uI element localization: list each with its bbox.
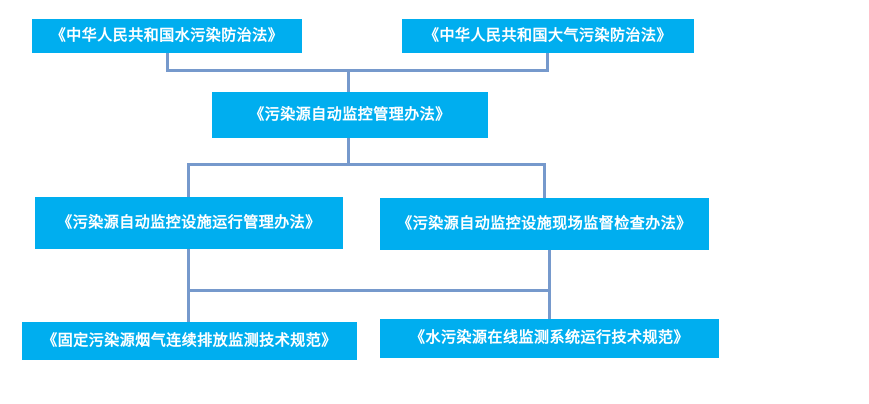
diagram-node-label: 《中华人民共和国大气污染防治法》 bbox=[423, 26, 672, 44]
connector-line bbox=[547, 250, 551, 319]
connector-line bbox=[545, 53, 549, 72]
diagram-node-law-air: 《中华人民共和国大气污染防治法》 bbox=[402, 19, 694, 53]
diagram-node-label: 《污染源自动监控管理办法》 bbox=[249, 105, 451, 123]
connector-line bbox=[186, 288, 551, 292]
diagram-node-measures-auto-monitoring: 《污染源自动监控管理办法》 bbox=[212, 92, 488, 138]
connector-line bbox=[165, 53, 169, 72]
diagram-node-label: 《污染源自动监控设施现场监督检查办法》 bbox=[397, 214, 692, 232]
diagram-node-label: 《污染源自动监控设施运行管理办法》 bbox=[57, 213, 321, 231]
diagram-node-measures-operation: 《污染源自动监控设施运行管理办法》 bbox=[35, 197, 343, 249]
diagram-node-spec-water-online: 《水污染源在线监测系统运行技术规范》 bbox=[380, 319, 719, 358]
connector-line bbox=[165, 69, 549, 72]
connector-line bbox=[347, 69, 350, 92]
diagram-node-label: 《水污染源在线监测系统运行技术规范》 bbox=[409, 329, 689, 347]
connector-line bbox=[186, 163, 190, 197]
diagram-node-label: 《固定污染源烟气连续排放监测技术规范》 bbox=[42, 331, 337, 349]
connector-line bbox=[186, 249, 190, 322]
connector-line bbox=[543, 163, 546, 198]
diagram-node-spec-flue-gas: 《固定污染源烟气连续排放监测技术规范》 bbox=[22, 322, 357, 360]
connector-line bbox=[186, 163, 546, 166]
connector-line bbox=[347, 138, 350, 166]
diagram-node-measures-inspection: 《污染源自动监控设施现场监督检查办法》 bbox=[380, 198, 709, 250]
diagram-node-law-water: 《中华人民共和国水污染防治法》 bbox=[32, 19, 302, 53]
diagram-node-label: 《中华人民共和国水污染防治法》 bbox=[50, 26, 284, 44]
